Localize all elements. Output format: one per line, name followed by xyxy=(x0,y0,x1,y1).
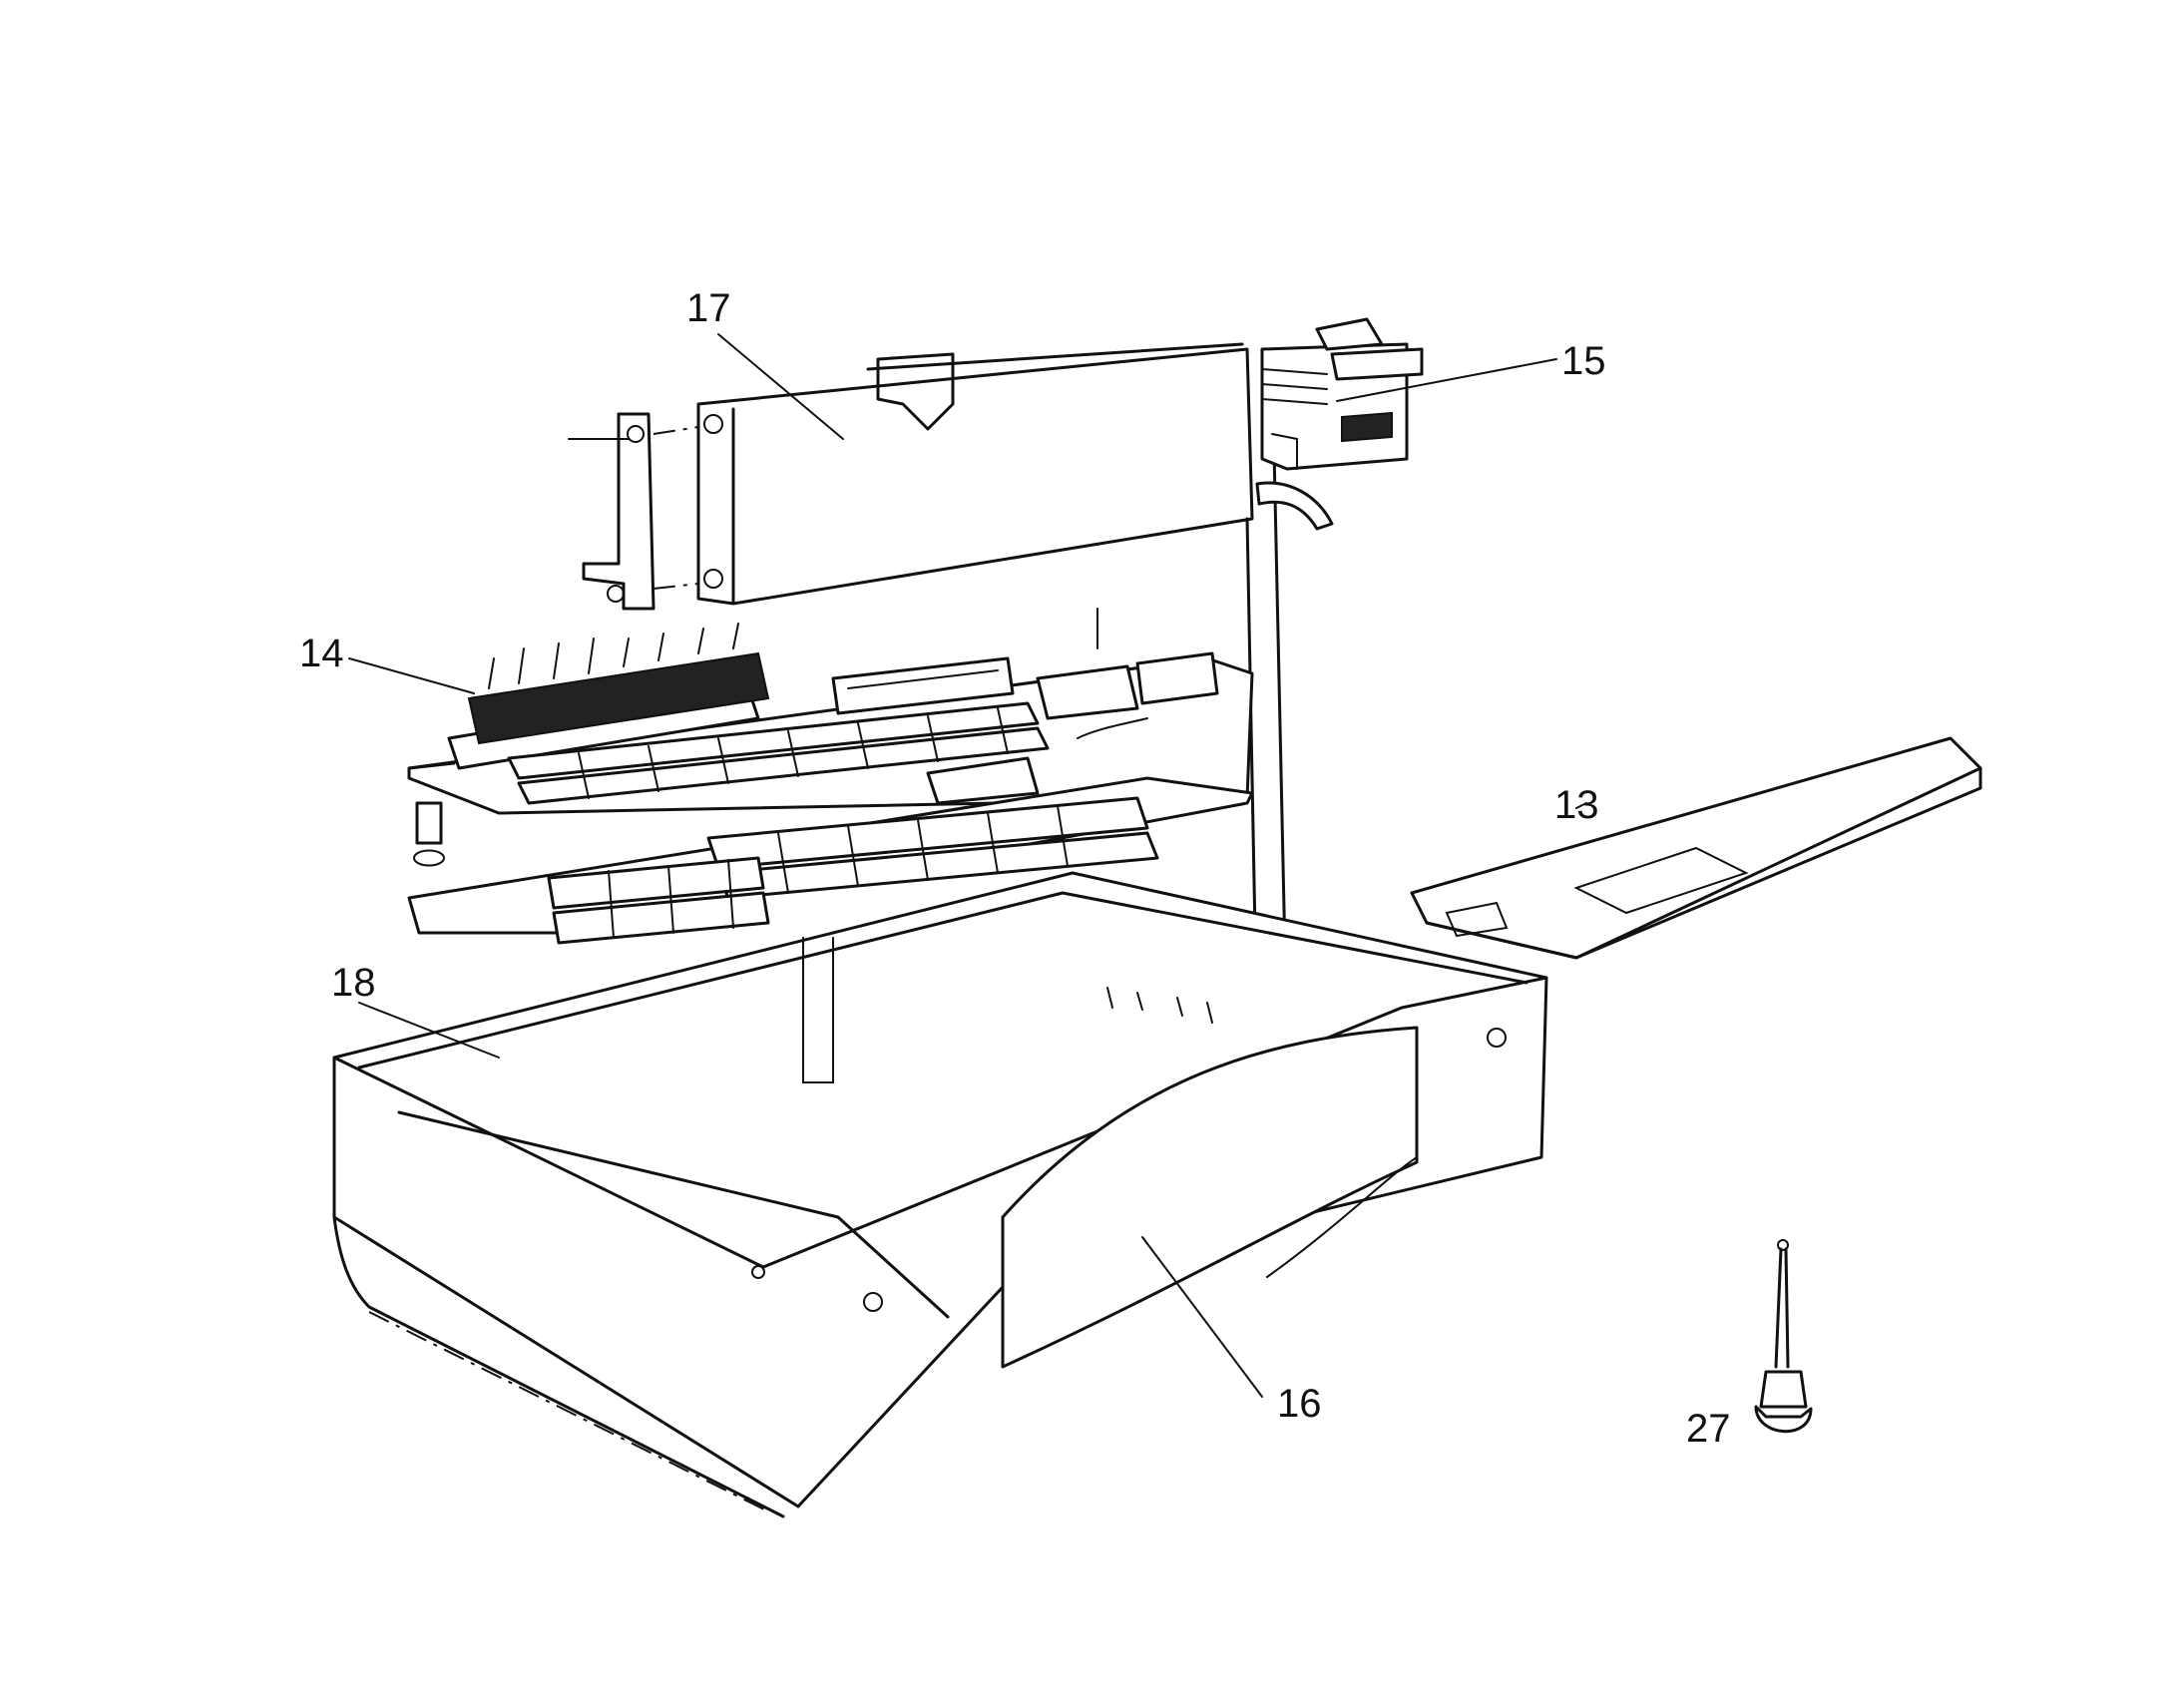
base-enclosure-18 xyxy=(332,871,1548,1518)
memory-module-block xyxy=(547,796,1159,945)
label-27: 27 xyxy=(1686,1407,1731,1451)
standoff xyxy=(413,801,446,867)
lower-circuit-board xyxy=(407,756,1254,945)
cover-plate-13 xyxy=(1410,736,1982,960)
callout-labels: 13 14 15 16 17 18 27 xyxy=(299,286,1731,1451)
antenna-27 xyxy=(1754,1239,1813,1434)
label-13: 13 xyxy=(1554,783,1599,827)
label-15: 15 xyxy=(1561,339,1606,383)
label-18: 18 xyxy=(331,961,376,1005)
switch-assembly-15 xyxy=(1255,317,1424,531)
front-panel-16 xyxy=(1001,1026,1419,1369)
upper-circuit-board-14 xyxy=(407,608,1254,815)
relay-cluster xyxy=(447,623,770,770)
leader-lines xyxy=(348,333,1587,1398)
label-14: 14 xyxy=(299,632,344,675)
label-16: 16 xyxy=(1277,1382,1322,1426)
mounting-bracket xyxy=(568,412,699,611)
memory-module-row xyxy=(507,701,1050,805)
label-17: 17 xyxy=(686,286,731,330)
